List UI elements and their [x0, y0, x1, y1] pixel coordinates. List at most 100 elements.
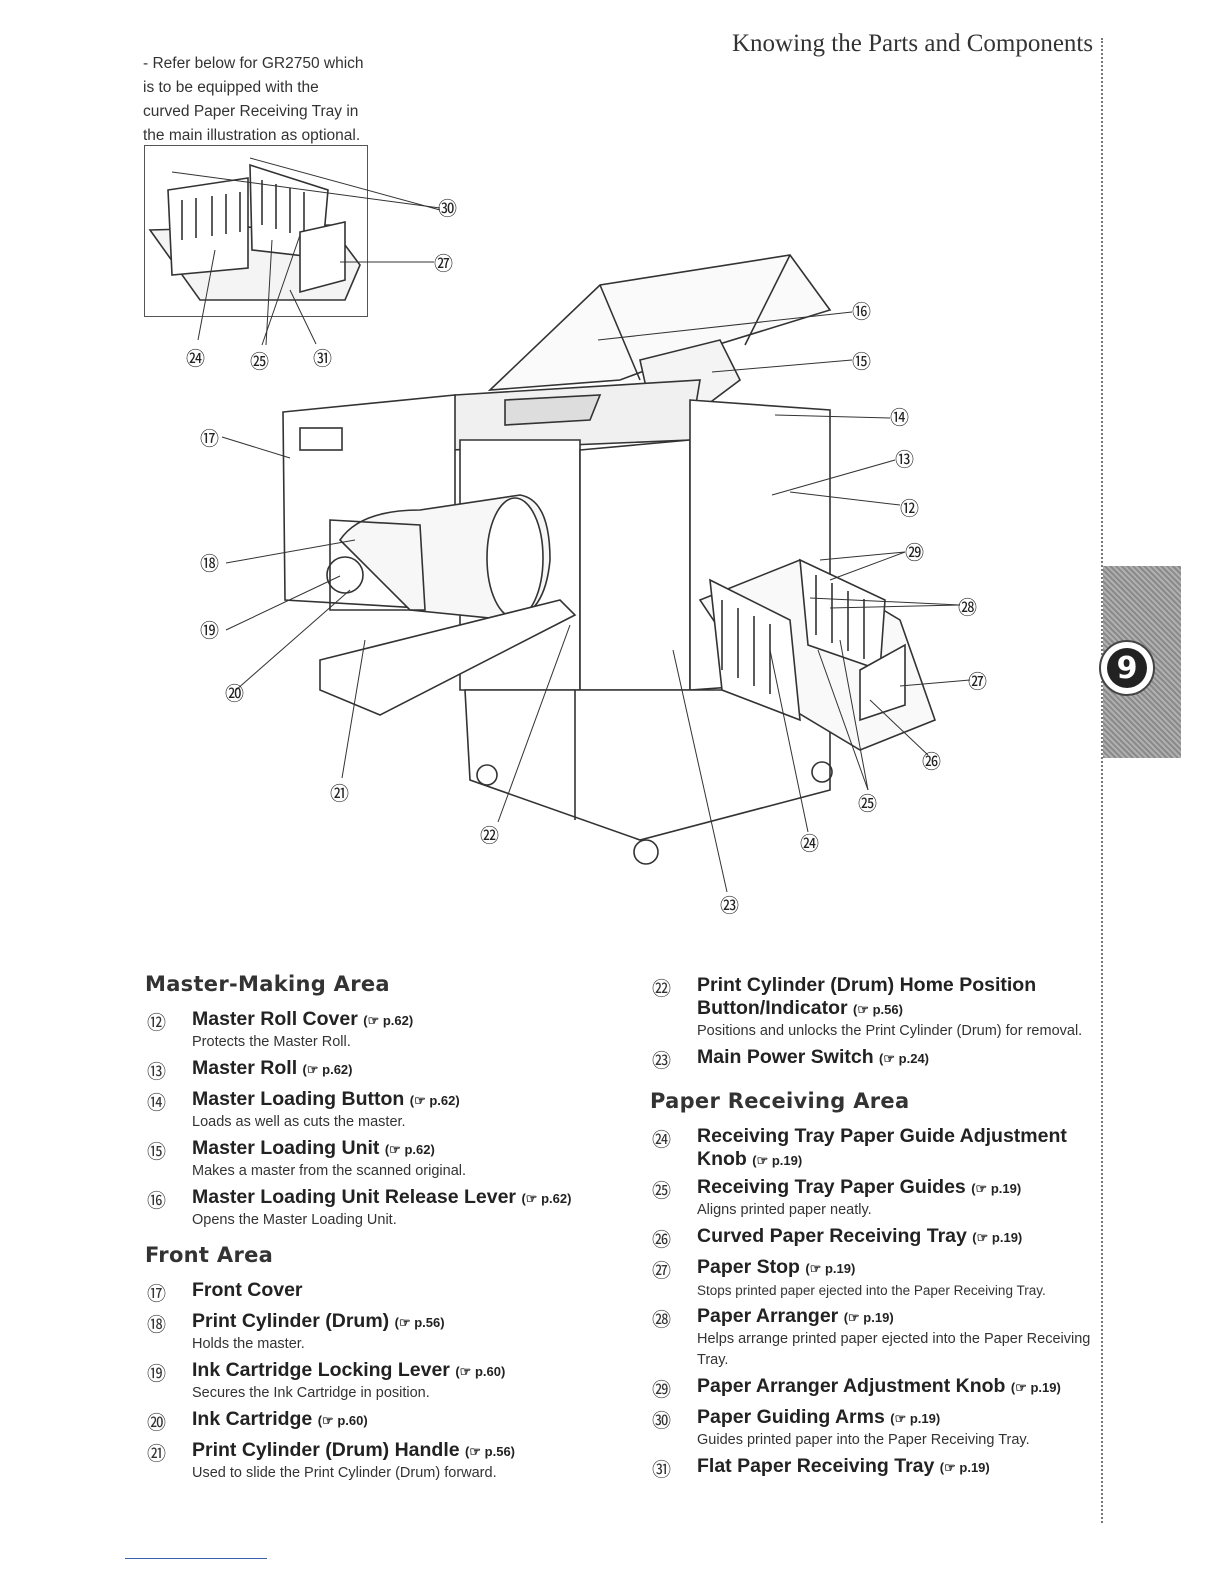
page-ref: p.19: [771, 1153, 798, 1168]
inset-callout-24: ㉔: [186, 348, 205, 370]
page-ref: p.19: [991, 1230, 1018, 1245]
list-item: ⑳ Ink Cartridge (☞ p.60): [147, 1408, 368, 1434]
item-number: ⑯: [147, 1190, 167, 1212]
right-column: ㉒ Print Cylinder (Drum) Home Position Bu…: [650, 974, 1100, 1486]
item-title: Paper Guiding Arms: [697, 1406, 885, 1428]
list-item: ⑫ Master Roll Cover (☞ p.62) Protects th…: [145, 1008, 595, 1053]
callout-21: ㉑: [330, 783, 349, 805]
item-description: Secures the Ink Cartridge in position.: [192, 1385, 430, 1401]
list-item: ㉕ Receiving Tray Paper Guides (☞ p.19) A…: [650, 1176, 1100, 1221]
inset-callout-27: ㉗: [434, 253, 453, 275]
inset-illustration-frame: [144, 145, 368, 317]
list-item: ㉖ Curved Paper Receiving Tray (☞ p.19): [652, 1225, 1023, 1251]
item-number: ㉕: [652, 1180, 672, 1202]
item-title: Paper Stop: [697, 1256, 800, 1278]
master-making-list: ⑫ Master Roll Cover (☞ p.62) Protects th…: [145, 1008, 595, 1231]
callout-16: ⑯: [852, 301, 871, 323]
callout-29: ㉙: [905, 542, 924, 564]
chapter-number-badge: 9: [1099, 640, 1155, 696]
section-heading-master-making: Master-Making Area: [145, 972, 390, 996]
machine-illustration: ⑫ ⑬ ⑭ ⑮ ⑯ ⑰ ⑱ ⑲ ⑳ ㉑ ㉒ ㉓ ㉔ ㉕ ㉖ ㉗ ㉘ ㉙ ㉚ ㉛ …: [148, 157, 987, 917]
callout-20: ⑳: [225, 683, 244, 705]
front-area-list: ⑰ Front Cover ⑱ Print Cylinder (Drum) (☞…: [145, 1279, 595, 1484]
list-item: ㉘ Paper Arranger (☞ p.19) Helps arrange …: [650, 1305, 1100, 1371]
margin-dotted-rule: [1101, 38, 1103, 1523]
callout-17: ⑰: [200, 428, 219, 450]
page-ref: p.62: [429, 1093, 456, 1108]
page-ref: p.19: [909, 1411, 936, 1426]
item-title: Flat Paper Receiving Tray: [697, 1455, 935, 1477]
page-ref: p.60: [474, 1364, 501, 1379]
item-description: Aligns printed paper neatly.: [697, 1202, 872, 1218]
item-number: ㉗: [652, 1260, 672, 1282]
item-title: Paper Arranger Adjustment Knob: [697, 1375, 1006, 1397]
callout-19: ⑲: [200, 620, 219, 642]
item-number: ⑮: [147, 1141, 167, 1163]
item-number: ㉙: [652, 1379, 672, 1401]
list-item: ㉓ Main Power Switch (☞ p.24): [652, 1046, 930, 1072]
list-item: ⑭ Master Loading Button (☞ p.62) Loads a…: [145, 1088, 595, 1133]
item-number: ㉘: [652, 1309, 672, 1331]
item-description: Helps arrange printed paper ejected into…: [697, 1331, 1091, 1368]
item-description: Makes a master from the scanned original…: [192, 1163, 467, 1179]
left-column: Master-Making Area ⑫ Master Roll Cover (…: [145, 972, 595, 1488]
page-ref: p.60: [337, 1413, 364, 1428]
item-title: Receiving Tray Paper Guides: [697, 1176, 966, 1198]
page-ref: p.19: [959, 1460, 986, 1475]
section-heading-paper-receiving: Paper Receiving Area: [650, 1089, 910, 1113]
item-description: Opens the Master Loading Unit.: [192, 1212, 397, 1228]
item-title: Curved Paper Receiving Tray: [697, 1225, 967, 1247]
item-description: Used to slide the Print Cylinder (Drum) …: [192, 1465, 497, 1481]
item-number: ⑰: [147, 1283, 167, 1305]
item-description: Protects the Master Roll.: [192, 1034, 351, 1050]
page-ref: p.56: [414, 1315, 441, 1330]
page-ref: p.62: [541, 1191, 568, 1206]
item-description: Positions and unlocks the Print Cylinder…: [697, 1023, 1083, 1039]
callout-27: ㉗: [968, 671, 987, 693]
callout-28: ㉘: [958, 597, 977, 619]
list-item: ㉛ Flat Paper Receiving Tray (☞ p.19): [652, 1455, 990, 1481]
item-title: Master Roll: [192, 1057, 298, 1079]
item-number: ⑬: [147, 1061, 167, 1083]
item-number: ⑱: [147, 1314, 167, 1336]
item-title: Master Loading Button: [192, 1088, 405, 1110]
item-number: ⑲: [147, 1363, 167, 1385]
item-title: Print Cylinder (Drum) Handle: [192, 1439, 460, 1461]
callout-30: ㉚: [438, 198, 457, 220]
item-description: Holds the master.: [192, 1336, 305, 1352]
item-description: Stops printed paper ejected into the Pap…: [697, 1283, 1046, 1298]
item-number: ㉑: [147, 1443, 167, 1465]
item-title: Master Loading Unit Release Lever: [192, 1186, 517, 1208]
item-number: ㉓: [652, 1050, 672, 1072]
page-ref: p.62: [404, 1142, 431, 1157]
list-item: ⑯ Master Loading Unit Release Lever (☞ p…: [145, 1186, 595, 1231]
item-number: ㉖: [652, 1229, 672, 1251]
callout-24: ㉔: [800, 833, 819, 855]
callout-18: ⑱: [200, 553, 219, 575]
page-ref: p.19: [863, 1310, 890, 1325]
list-item: ⑮ Master Loading Unit (☞ p.62) Makes a m…: [145, 1137, 595, 1182]
item-title: Ink Cartridge Locking Lever: [192, 1359, 450, 1381]
list-item: ⑱ Print Cylinder (Drum) (☞ p.56) Holds t…: [145, 1310, 595, 1355]
list-item: ⑰ Front Cover: [145, 1279, 595, 1306]
section-heading-front: Front Area: [145, 1243, 274, 1267]
item-description: Guides printed paper into the Paper Rece…: [697, 1432, 1030, 1448]
item-number: ㉛: [652, 1459, 672, 1481]
page-title: Knowing the Parts and Components: [732, 30, 1094, 57]
item-number: ㉚: [652, 1410, 672, 1432]
list-item: ㉚ Paper Guiding Arms (☞ p.19) Guides pri…: [650, 1406, 1100, 1451]
item-title: Front Cover: [192, 1279, 303, 1301]
list-item: ⑲ Ink Cartridge Locking Lever (☞ p.60) S…: [145, 1359, 595, 1404]
item-number: ⑫: [147, 1012, 167, 1034]
item-title: Master Roll Cover: [192, 1008, 358, 1030]
callout-12: ⑫: [900, 498, 919, 520]
list-item: ㉒ Print Cylinder (Drum) Home Position Bu…: [650, 974, 1100, 1042]
page-ref: p.62: [382, 1013, 409, 1028]
callout-14: ⑭: [890, 407, 909, 429]
callout-15: ⑮: [852, 351, 871, 373]
item-title: Master Loading Unit: [192, 1137, 380, 1159]
item-number: ⑭: [147, 1092, 167, 1114]
item-title: Main Power Switch: [697, 1046, 874, 1068]
item-number: ㉒: [652, 978, 672, 1000]
page-ref: p.19: [1030, 1380, 1057, 1395]
